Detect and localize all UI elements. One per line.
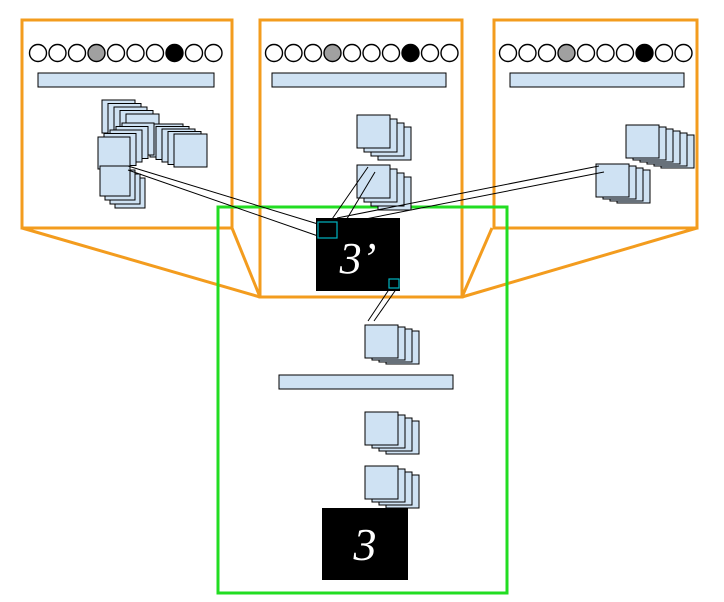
latent-dot [401,43,420,63]
latent-dot [381,43,401,63]
connection-line [344,171,376,223]
latent-dot [498,43,518,63]
connection-line [367,287,391,322]
latent-dot [635,43,654,63]
latent-dot [87,43,106,63]
latent-dot [28,43,48,63]
connection-lines [127,165,605,322]
latent-dot [537,43,557,63]
fully-connected-layer [509,72,685,88]
feature-map [173,133,208,168]
latent-dot [420,43,440,63]
latent-dot [284,43,303,63]
fully-connected-layer [37,72,215,88]
input-image: 3 [322,508,408,580]
latent-dot [576,43,596,63]
latent-dot [654,43,674,63]
feature-map [364,411,399,446]
latent-dot [48,43,67,63]
projection-line [461,226,698,299]
feature-map [364,324,399,359]
latent-dot [126,43,145,63]
reconstruction-image: 3’ [316,218,400,291]
latent-dot [303,43,323,63]
latent-dot [165,43,184,63]
feature-maps [37,72,695,509]
latent-dot [518,43,537,63]
encoder-panel-frame [20,18,234,230]
fully-connected-layer [278,374,454,390]
latent-dot [342,43,362,63]
receptive-field-marker-small [388,278,400,289]
feature-map [356,114,391,149]
input-label: 3 [353,519,377,570]
latent-dot [557,43,576,63]
encoder-panel-frame [492,18,699,230]
latent-dot [362,43,381,63]
latent-dot [204,43,223,63]
latent-dot [323,43,342,63]
latent-dot [674,43,693,63]
latent-dot [440,43,459,63]
latent-dot [106,43,126,63]
feature-map [97,136,131,170]
feature-map [364,465,399,500]
encoder-panels [20,18,699,299]
latent-dot [145,43,165,63]
latent-dot [184,43,204,63]
encoder-panel-frame [258,18,464,299]
connection-line [127,165,319,225]
connection-line [373,287,398,322]
latent-dot [264,43,284,63]
fully-connected-layer [271,72,447,88]
connection-line [329,166,369,223]
decoder-panel-frame [216,205,509,595]
reconstruction-label: 3’ [339,234,377,283]
feature-map [625,124,660,159]
projection-line [230,227,262,298]
feature-map [99,165,131,197]
projection-lines [21,226,698,299]
latent-dot [67,43,87,63]
latent-dot [596,43,615,63]
receptive-field-marker [317,221,338,239]
projection-line [460,227,494,298]
connection-line [339,171,605,225]
projection-line [21,226,261,299]
latent-dot [615,43,635,63]
feature-map [595,163,630,198]
connection-line [127,169,319,237]
connection-line [336,165,600,219]
